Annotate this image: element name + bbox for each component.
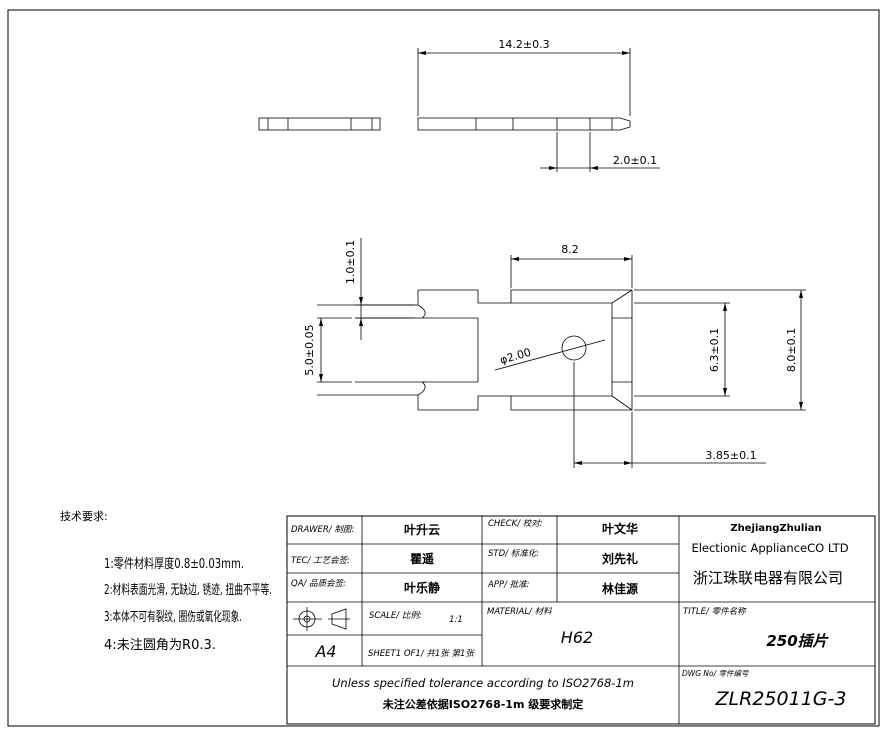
side-view: 14.2±0.3 2.0±0.1 (258, 38, 660, 172)
material-label: MATERIAL/ 材料 (487, 606, 552, 617)
drawing-frame (7, 9, 880, 727)
projection-symbol-icon (293, 607, 350, 631)
requirement-item: 1:零件材料厚度0.8±0.03mm. (104, 556, 244, 572)
material-value: H62 (561, 628, 593, 647)
check-name: 叶文华 (602, 521, 638, 536)
qa-name: 叶乐静 (404, 580, 440, 595)
check-label: CHECK/ 校对: (488, 518, 543, 529)
tolerance-en: Unless specified tolerance according to … (332, 676, 634, 690)
technical-requirements: 技术要求: 1:零件材料厚度0.8±0.03mm. 2:材料表面光滑, 无缺边,… (60, 510, 272, 653)
dim-overall-length: 14.2±0.3 (498, 38, 549, 51)
dim-hole-diameter: φ2.00 (498, 346, 532, 367)
dim-inner-width: 6.3±0.1 (708, 328, 721, 372)
tolerance-cn: 未注公差依据ISO2768-1m 级要求制定 (382, 697, 584, 711)
tec-label: TEC/ 工艺会签: (291, 555, 350, 566)
std-name: 刘先礼 (602, 551, 638, 566)
title-label: TITLE/ 零件名称 (683, 606, 747, 617)
hole (561, 335, 587, 361)
dim-slot-length: 8.2 (561, 243, 579, 256)
std-label: STD/ 标准化: (488, 548, 539, 559)
drawer-name: 叶升云 (404, 522, 440, 537)
requirement-item: 2:材料表面光滑, 无缺边, 锈迹, 扭曲不平等. (104, 582, 272, 598)
requirement-item: 3:本体不可有裂纹, 圈伤或氧化现象. (104, 610, 242, 625)
title-block: DRAWER/ 制图: 叶升云 CHECK/ 校对: 叶文华 TEC/ 工艺会签… (286, 515, 876, 725)
dwg-label: DWG No/ 零件编号 (682, 669, 749, 678)
plan-view-outline (417, 289, 633, 411)
company-en-line1: ZhejiangZhulian (730, 523, 821, 534)
tec-name: 瞿遥 (410, 551, 434, 566)
scale-value: 1:1 (449, 615, 463, 625)
dwg-value: ZLR25011G-3 (715, 688, 847, 710)
app-label: APP/ 批准: (487, 579, 530, 590)
sheet-info: SHEET1 OF1/ 共1张 第1张 (368, 648, 475, 659)
sheet-size: A4 (314, 642, 336, 661)
side-view-main-part (417, 117, 631, 131)
company-en-line2: Electionic ApplianceCO LTD (691, 541, 848, 555)
drawer-label: DRAWER/ 制图: (291, 524, 354, 535)
requirement-item: 4:未注圆角为R0.3. (104, 638, 216, 653)
dim-tab-width: 2.0±0.1 (613, 154, 657, 167)
dim-hole-offset: 3.85±0.1 (705, 449, 756, 462)
requirements-title: 技术要求: (60, 510, 108, 523)
company-cn: 浙江珠联电器有限公司 (693, 569, 843, 587)
dim-edge-step: 1.0±0.1 (344, 240, 357, 284)
scale-label: SCALE/ 比例: (369, 610, 422, 621)
title-value: 250插片 (766, 632, 829, 650)
dim-outer-width: 8.0±0.1 (785, 328, 798, 372)
app-name: 林佳源 (602, 581, 638, 596)
qa-label: QA/ 品质会签: (291, 578, 346, 589)
plan-view: φ2.00 8.2 1.0±0.1 5.0±0.05 6.3±0.1 (303, 238, 806, 468)
side-view-small-part (258, 117, 381, 131)
dim-shank-width: 5.0±0.05 (303, 324, 316, 375)
